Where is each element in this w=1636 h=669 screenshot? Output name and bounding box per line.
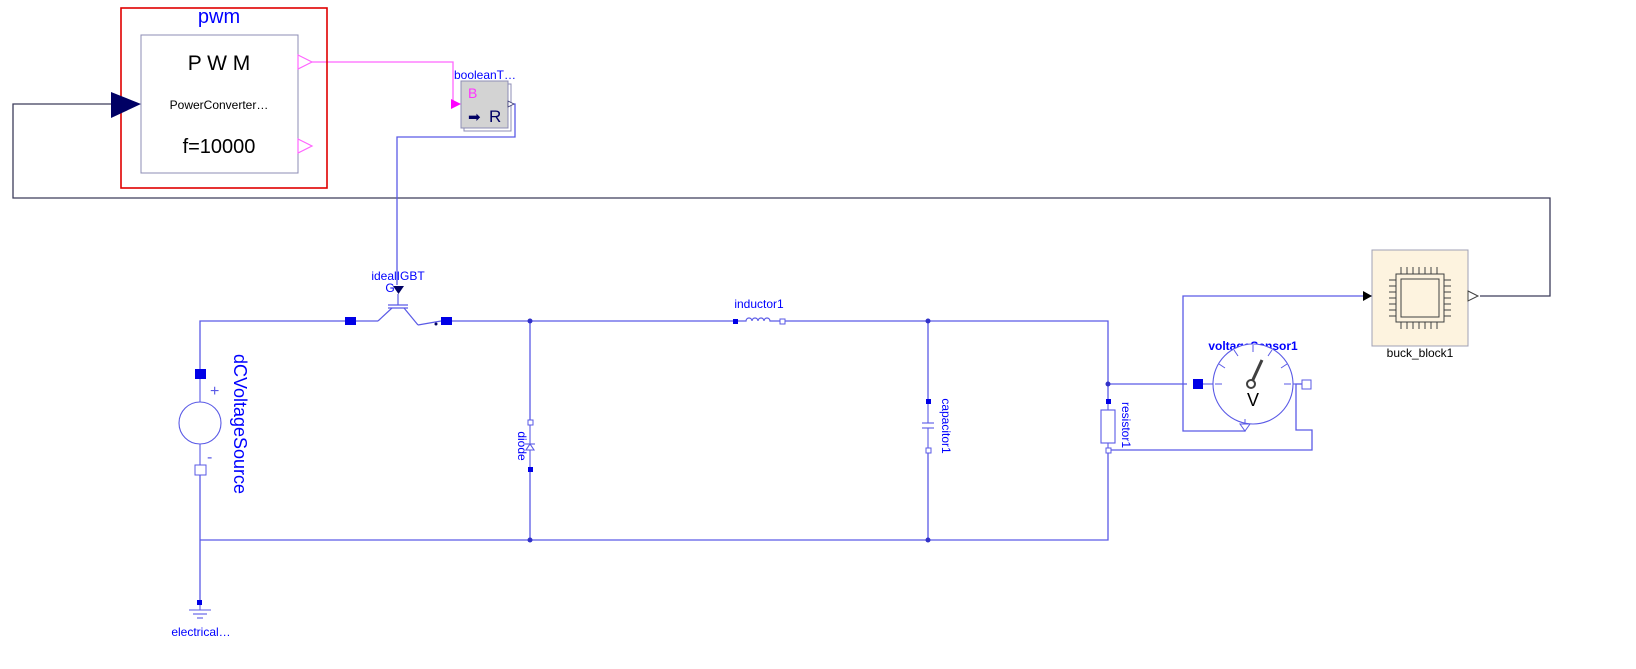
- igbt-symbol: [356, 294, 442, 326]
- sensor-pivot: [1246, 379, 1256, 389]
- buck-block-name-label: buck_block1: [1387, 346, 1454, 360]
- igbt-collector-port[interactable]: [345, 317, 356, 325]
- boolean-input-port[interactable]: [451, 99, 461, 109]
- sensor-port-n[interactable]: [1301, 379, 1312, 390]
- pwm-to-boolean-wire[interactable]: [312, 61, 454, 104]
- inductor-name-label: inductor1: [734, 297, 784, 311]
- sensor-port-p[interactable]: [1193, 379, 1203, 389]
- junction-dot: [527, 318, 533, 324]
- capacitor-port-n[interactable]: [925, 447, 932, 454]
- inductor-port-n[interactable]: [779, 318, 786, 325]
- igbt-gate-port[interactable]: [393, 286, 404, 294]
- dc-voltage-source[interactable]: + - dCVoltageSource: [178, 354, 250, 494]
- resistor-body: [1100, 409, 1116, 444]
- inductor1[interactable]: inductor1: [733, 297, 786, 325]
- source-to-igbt-wire[interactable]: [199, 320, 352, 372]
- feedback-wire[interactable]: [12, 103, 1551, 297]
- igbt-name-label: idealIGBT: [371, 269, 425, 283]
- resistor-port-p[interactable]: [1106, 399, 1111, 404]
- pwm-output-port-2[interactable]: [297, 138, 314, 154]
- junction-dot: [527, 537, 533, 543]
- source-port-n[interactable]: [194, 464, 207, 476]
- junction-dots: [527, 318, 1111, 543]
- capacitor-port-p[interactable]: [926, 399, 931, 404]
- boolean-to-real-label: booleanT…: [454, 68, 516, 82]
- ground-port[interactable]: [197, 600, 202, 605]
- arrow-icon: ➡: [468, 109, 481, 126]
- chip-icon: [1389, 267, 1451, 329]
- diode-name-label: diode: [515, 431, 529, 461]
- sensor-output-port[interactable]: [1239, 423, 1251, 432]
- source-port-p[interactable]: [195, 369, 206, 379]
- buck-block-input-port[interactable]: [1363, 291, 1372, 301]
- diode-symbol: [524, 425, 536, 467]
- sensor-ticks: [1215, 345, 1291, 385]
- boolean-input-label: B: [468, 85, 477, 101]
- real-output-port[interactable]: [507, 100, 515, 108]
- boolean-to-real-block[interactable]: booleanT… B ➡ R: [451, 68, 516, 132]
- connection-wires: [12, 61, 1551, 603]
- source-body: [178, 401, 222, 445]
- real-output-label: R: [489, 107, 501, 126]
- capacitor1[interactable]: capacitor1: [922, 398, 953, 454]
- diode-port-n[interactable]: [527, 419, 534, 426]
- capacitor-name-label: capacitor1: [939, 398, 953, 454]
- pwm-param: f=10000: [183, 136, 256, 158]
- ideal-igbt[interactable]: idealIGBT G: [345, 269, 452, 326]
- ground-name-label: electrical…: [171, 625, 230, 639]
- buck-block1[interactable]: buck_block1: [1363, 249, 1480, 360]
- diode[interactable]: diode: [515, 419, 536, 472]
- inductor-to-cap-wire[interactable]: [782, 320, 1109, 401]
- ground[interactable]: electrical…: [171, 600, 231, 639]
- inductor-coil: [738, 317, 780, 322]
- capacitor-symbol: [922, 404, 934, 448]
- boolean-to-real-body: [460, 80, 509, 129]
- diode-port-p[interactable]: [528, 467, 533, 472]
- junction-dot: [925, 537, 931, 543]
- source-plus: +: [210, 383, 219, 400]
- igbt-emitter-port[interactable]: [441, 317, 452, 325]
- junction-dot: [1105, 381, 1111, 387]
- pwm-title: P W M: [188, 52, 251, 75]
- inductor-port-p[interactable]: [733, 319, 738, 324]
- sensor-symbol: V: [1247, 390, 1259, 410]
- resistor-name-label: resistor1: [1119, 402, 1133, 448]
- pwm-body: [140, 34, 299, 174]
- junction-dot: [925, 318, 931, 324]
- pwm-output-port-1[interactable]: [297, 54, 314, 70]
- pwm-block[interactable]: pwm P W M PowerConverter… f=10000: [111, 6, 328, 189]
- source-minus: -: [207, 449, 212, 466]
- voltage-sensor1[interactable]: voltageSensor1 V: [1193, 339, 1312, 432]
- pwm-input-port[interactable]: [111, 92, 141, 118]
- bottom-rail-wire[interactable]: [200, 450, 1109, 541]
- igbt-dot: [434, 322, 438, 326]
- resistor-port-n[interactable]: [1105, 447, 1112, 454]
- pwm-subtitle: PowerConverter…: [170, 98, 269, 112]
- ground-icon: [189, 605, 211, 619]
- source-name-label: dCVoltageSource: [230, 354, 250, 494]
- igbt-gate-label: G: [385, 281, 394, 295]
- pwm-name-label: pwm: [198, 6, 240, 28]
- resistor1[interactable]: resistor1: [1100, 399, 1133, 454]
- buck-block-output-port[interactable]: [1467, 290, 1480, 302]
